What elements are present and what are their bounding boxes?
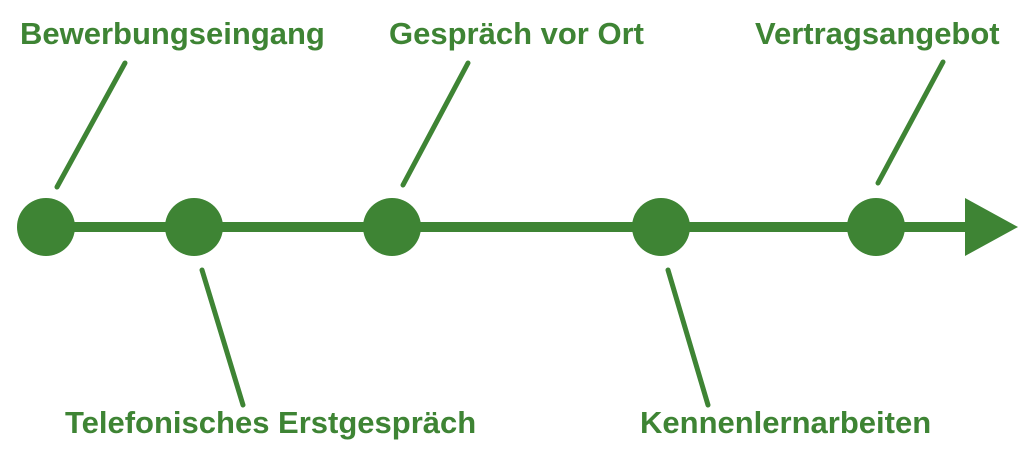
connector-step-2 [199, 267, 246, 408]
connector-step-4 [665, 267, 711, 408]
milestone-dot-5 [847, 198, 905, 256]
step-label-vertragsangebot: Vertragsangebot [755, 16, 1000, 51]
step-label-bewerbungseingang: Bewerbungseingang [20, 16, 325, 51]
step-label-gespraech-vor-ort: Gespräch vor Ort [389, 16, 644, 51]
connector-step-5 [875, 59, 946, 186]
arrow-right-icon [965, 198, 1018, 256]
connector-step-3 [400, 60, 471, 188]
milestone-dot-4 [632, 198, 690, 256]
connector-step-1 [54, 60, 128, 190]
milestone-dot-2 [165, 198, 223, 256]
step-label-kennenlernarbeiten: Kennenlernarbeiten [640, 405, 932, 440]
step-label-telefonisches-erstgespraech: Telefonisches Erstgespräch [65, 405, 477, 440]
milestone-dot-1 [17, 198, 75, 256]
milestone-dot-3 [363, 198, 421, 256]
